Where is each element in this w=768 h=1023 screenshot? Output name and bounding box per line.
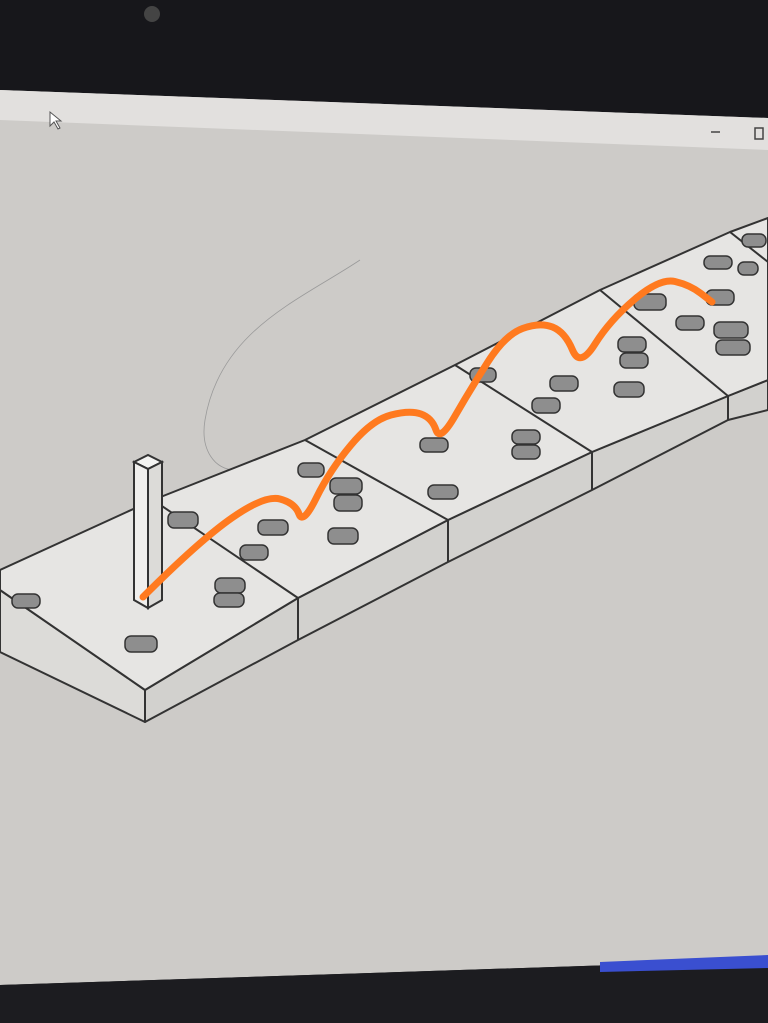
stone	[741, 233, 767, 248]
stone	[11, 593, 41, 609]
slab-joint	[304, 439, 449, 521]
stone	[257, 519, 289, 536]
stone	[213, 592, 245, 608]
pencil-sketch-line	[203, 259, 361, 471]
slab-top-surface	[0, 217, 768, 691]
window-titlebar	[0, 90, 768, 150]
stone	[329, 477, 363, 495]
stone	[511, 444, 541, 460]
bottom-bezel	[0, 960, 768, 1023]
stone	[327, 527, 359, 545]
stone	[333, 494, 363, 512]
slab-strip	[0, 217, 768, 723]
stone	[427, 484, 459, 500]
stone	[675, 315, 705, 331]
post	[131, 453, 165, 610]
stone	[297, 462, 325, 478]
stone	[617, 336, 647, 353]
stone	[214, 577, 246, 594]
mouse-pointer-icon	[49, 110, 63, 130]
post-side	[133, 460, 149, 610]
stone	[713, 321, 749, 339]
stone	[419, 437, 449, 453]
maximize-icon[interactable]	[754, 127, 764, 140]
taskbar-accent	[600, 955, 768, 972]
stone	[613, 381, 645, 398]
stone	[715, 339, 751, 356]
stone	[703, 255, 733, 270]
stone	[239, 544, 269, 561]
stone	[124, 635, 158, 653]
stone	[167, 511, 199, 529]
stone	[531, 397, 561, 414]
webcam-icon	[144, 6, 160, 22]
stone	[619, 352, 649, 369]
stone	[549, 375, 579, 392]
stone	[737, 261, 759, 276]
post-side	[147, 460, 163, 610]
stone	[511, 429, 541, 445]
orange-annotation-stroke	[139, 277, 716, 601]
